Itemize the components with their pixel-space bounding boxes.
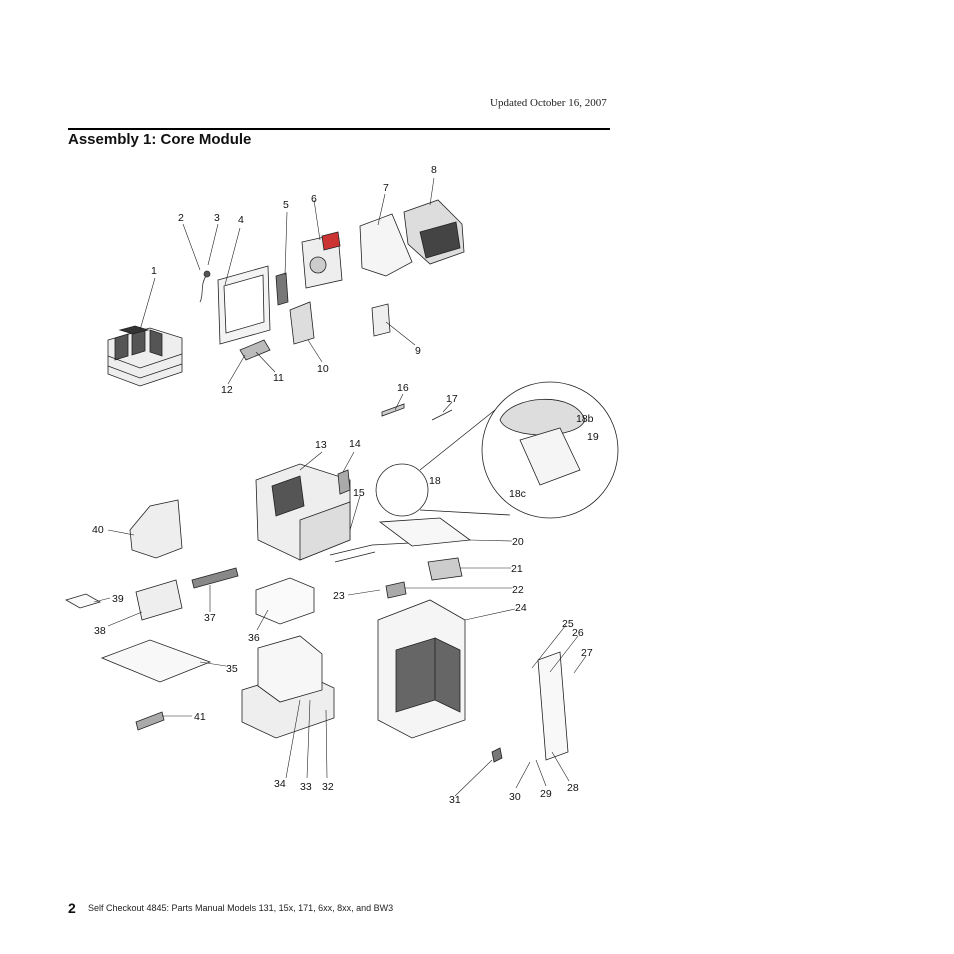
page-title: Assembly 1: Core Module	[68, 131, 252, 148]
part-bowl	[499, 398, 586, 436]
part-21	[427, 557, 463, 581]
callout-15: 15	[353, 487, 365, 499]
callout-38: 38	[94, 625, 106, 637]
callout-35: 35	[226, 663, 238, 675]
part-main-frame	[377, 599, 466, 739]
part-panel	[537, 651, 569, 761]
part-9	[371, 303, 391, 337]
part-15	[329, 539, 469, 563]
callout-8: 8	[431, 164, 437, 176]
callout-24: 24	[515, 602, 527, 614]
callout-18b: 18b	[576, 413, 594, 425]
part-5	[275, 272, 289, 306]
part-pc-unit	[241, 635, 335, 739]
part-printer-mechanism	[301, 231, 343, 289]
callout-3: 3	[214, 212, 220, 224]
part-31	[491, 747, 503, 763]
callout-31: 31	[449, 794, 461, 806]
callout-39: 39	[112, 593, 124, 605]
part-38	[135, 579, 183, 621]
callout-14: 14	[349, 438, 361, 450]
callout-2: 2	[178, 212, 184, 224]
callout-41: 41	[194, 711, 206, 723]
part-scanner-scale	[255, 463, 351, 561]
part-10	[289, 301, 315, 345]
callout-10: 10	[317, 363, 329, 375]
part-cash-module	[107, 325, 183, 387]
part-cover	[359, 213, 413, 277]
callout-4: 4	[238, 214, 244, 226]
callout-37: 37	[204, 612, 216, 624]
callout-33: 33	[300, 781, 312, 793]
part-17	[431, 409, 453, 421]
part-power-strip	[191, 567, 239, 589]
callout-1: 1	[151, 265, 157, 277]
part-16	[381, 403, 405, 417]
updated-date: Updated October 16, 2007	[490, 97, 607, 109]
callout-18c: 18c	[509, 488, 526, 500]
callout-9: 9	[415, 345, 421, 357]
callout-27: 27	[581, 647, 593, 659]
callout-11: 11	[273, 372, 284, 384]
part-22	[385, 581, 407, 599]
part-cable	[199, 275, 207, 303]
part-39	[64, 593, 102, 609]
callout-36: 36	[248, 632, 260, 644]
callout-25: 25	[562, 618, 574, 630]
callout-32: 32	[322, 781, 334, 793]
header-rule	[68, 128, 610, 130]
callout-22: 22	[512, 584, 524, 596]
part-40	[129, 499, 183, 559]
callout-5: 5	[283, 199, 289, 211]
callout-6: 6	[311, 193, 317, 205]
callout-23: 23	[333, 590, 345, 602]
callout-30: 30	[509, 791, 521, 803]
callout-16: 16	[397, 382, 409, 394]
callout-34: 34	[274, 778, 286, 790]
callout-29: 29	[540, 788, 552, 800]
callout-26: 26	[572, 627, 584, 639]
callout-13: 13	[315, 439, 327, 451]
callout-19: 19	[587, 431, 599, 443]
callout-7: 7	[383, 182, 389, 194]
part-display	[217, 265, 271, 345]
callout-12: 12	[221, 384, 233, 396]
part-base-plate	[378, 517, 472, 547]
callout-18: 18	[429, 475, 441, 487]
footer-doc-title: Self Checkout 4845: Parts Manual Models …	[88, 903, 394, 913]
part-printer	[403, 199, 465, 265]
part-41	[135, 711, 165, 731]
part-11	[239, 339, 271, 361]
detail-circle-small	[375, 463, 429, 517]
page-number: 2	[68, 900, 76, 916]
part-36	[255, 577, 315, 625]
callout-40: 40	[92, 524, 104, 536]
callout-21: 21	[511, 563, 523, 575]
part-35	[100, 639, 212, 683]
part-14	[337, 469, 351, 495]
detail-circle-large	[481, 381, 619, 519]
callout-28: 28	[567, 782, 579, 794]
callout-17: 17	[446, 393, 458, 405]
callout-20: 20	[512, 536, 524, 548]
